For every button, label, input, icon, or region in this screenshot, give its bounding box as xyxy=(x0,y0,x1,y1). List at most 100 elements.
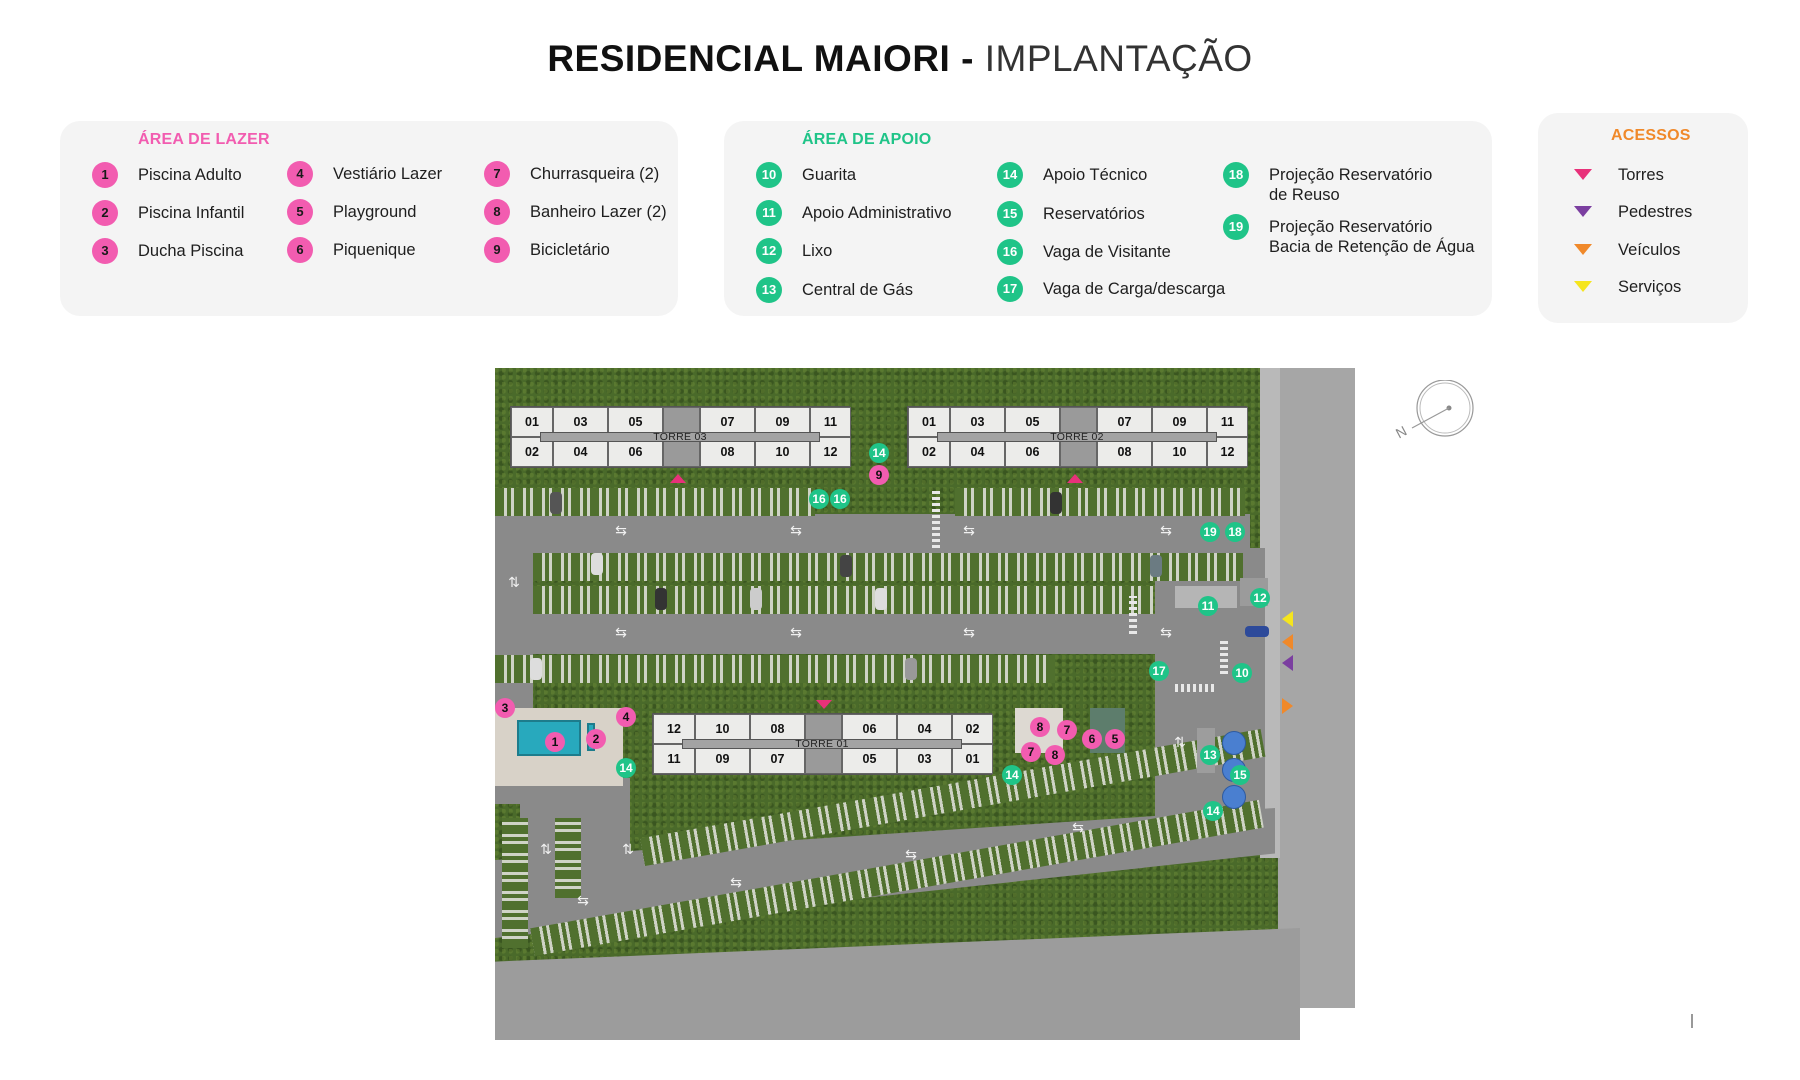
traffic-arrow-icon: ⇆ xyxy=(963,624,975,640)
tower-03-corridor: TORRE 03 xyxy=(540,431,820,443)
traffic-arrow-icon: ⇆ xyxy=(963,522,975,538)
legend-heading-acessos: ACESSOS xyxy=(1611,127,1691,144)
marker-vestiario: 4 xyxy=(616,707,636,727)
parking-row xyxy=(955,488,1245,516)
number-badge: 9 xyxy=(484,237,510,263)
crosswalk xyxy=(1175,684,1215,692)
title-project-name: RESIDENCIAL MAIORI - xyxy=(547,38,974,79)
traffic-arrow-icon: ⇆ xyxy=(790,624,802,640)
marker-reservatorio-bacia: 19 xyxy=(1200,522,1220,542)
number-badge: 5 xyxy=(287,199,313,225)
title-subtitle: IMPLANTAÇÃO xyxy=(984,38,1253,79)
unit: 11 xyxy=(653,744,695,774)
marker-reservatorio-reuso: 18 xyxy=(1225,522,1245,542)
sidewalk xyxy=(1260,368,1280,858)
marker-apoio-tecnico: 14 xyxy=(1203,801,1223,821)
car xyxy=(905,658,917,680)
legend-item-acessos: Serviços xyxy=(1574,277,1681,297)
unit: 11 xyxy=(1207,407,1248,437)
reservoir-icon xyxy=(1222,785,1246,809)
number-badge: 12 xyxy=(756,238,782,264)
number-badge: 2 xyxy=(92,200,118,226)
access-veiculos-marker-icon xyxy=(1282,698,1293,714)
legend-panel-acessos: ACESSOS Torres Pedestres Veículos Serviç… xyxy=(1538,113,1748,323)
unit: 02 xyxy=(511,437,553,467)
car xyxy=(1150,555,1162,577)
number-badge: 13 xyxy=(756,277,782,303)
parking-row xyxy=(533,586,1153,614)
internal-road xyxy=(495,514,1250,554)
page-title: RESIDENCIAL MAIORI - IMPLANTAÇÃO xyxy=(0,38,1800,80)
number-badge: 10 xyxy=(756,162,782,188)
access-veiculos-marker-icon xyxy=(1282,634,1293,650)
internal-road xyxy=(495,614,1195,654)
tower-entrance-icon xyxy=(816,700,832,709)
car xyxy=(875,588,887,610)
legend-item-acessos: Torres xyxy=(1574,165,1664,185)
tower-entrance-icon xyxy=(1067,474,1083,483)
crosswalk xyxy=(1220,638,1228,674)
unit: 11 xyxy=(810,407,851,437)
traffic-arrow-icon: ⇅ xyxy=(1174,734,1186,750)
traffic-arrow-icon: ⇆ xyxy=(577,892,589,908)
traffic-arrow-icon: ⇆ xyxy=(615,624,627,640)
number-badge: 4 xyxy=(287,161,313,187)
number-badge: 19 xyxy=(1223,214,1249,240)
access-servicos-icon xyxy=(1574,281,1592,292)
traffic-arrow-icon: ⇅ xyxy=(622,841,634,857)
number-badge: 17 xyxy=(997,276,1023,302)
number-badge: 1 xyxy=(92,162,118,188)
number-badge: 7 xyxy=(484,161,510,187)
marker-lixo: 12 xyxy=(1250,588,1270,608)
tower-entrance-icon xyxy=(670,474,686,483)
unit: 01 xyxy=(511,407,553,437)
marker-piquenique: 6 xyxy=(1082,729,1102,749)
tower-label: TORRE 01 xyxy=(795,738,849,750)
unit: 10 xyxy=(1152,437,1207,467)
marker-vaga-visitante: 16 xyxy=(830,489,850,509)
unit: 12 xyxy=(810,437,851,467)
marker-ducha-piscina: 3 xyxy=(495,698,515,718)
legend-item-acessos: Veículos xyxy=(1574,240,1680,260)
marker-bicicletario: 9 xyxy=(869,465,889,485)
unit: 05 xyxy=(842,744,897,774)
unit: 03 xyxy=(897,744,952,774)
marker-apoio-administrativo: 11 xyxy=(1198,596,1218,616)
site-plan-map: 01 03 05 07 09 11 02 04 06 08 10 12 TORR… xyxy=(495,368,1355,1040)
marker-carga-descarga: 17 xyxy=(1149,661,1169,681)
car xyxy=(550,492,562,514)
unit: 10 xyxy=(755,437,810,467)
legend-heading-lazer: ÁREA DE LAZER xyxy=(138,131,270,148)
marker-apoio-tecnico: 14 xyxy=(869,443,889,463)
number-badge: 11 xyxy=(756,200,782,226)
traffic-arrow-icon: ⇅ xyxy=(540,841,552,857)
marker-vaga-visitante: 16 xyxy=(809,489,829,509)
unit: 04 xyxy=(950,437,1005,467)
traffic-arrow-icon: ⇆ xyxy=(790,522,802,538)
tower-label: TORRE 03 xyxy=(653,431,707,443)
car xyxy=(655,588,667,610)
pool xyxy=(517,720,581,756)
car xyxy=(840,555,852,577)
unit: 12 xyxy=(1207,437,1248,467)
unit: 06 xyxy=(608,437,663,467)
reservoir-icon xyxy=(1222,731,1246,755)
access-servicos-marker-icon xyxy=(1282,611,1293,627)
marker-piscina-infantil: 2 xyxy=(586,729,606,749)
access-torres-icon xyxy=(1574,169,1592,180)
traffic-arrow-icon: ⇅ xyxy=(508,574,520,590)
parking-row xyxy=(502,818,528,948)
car xyxy=(1245,626,1269,637)
marker-apoio-tecnico: 14 xyxy=(616,758,636,778)
